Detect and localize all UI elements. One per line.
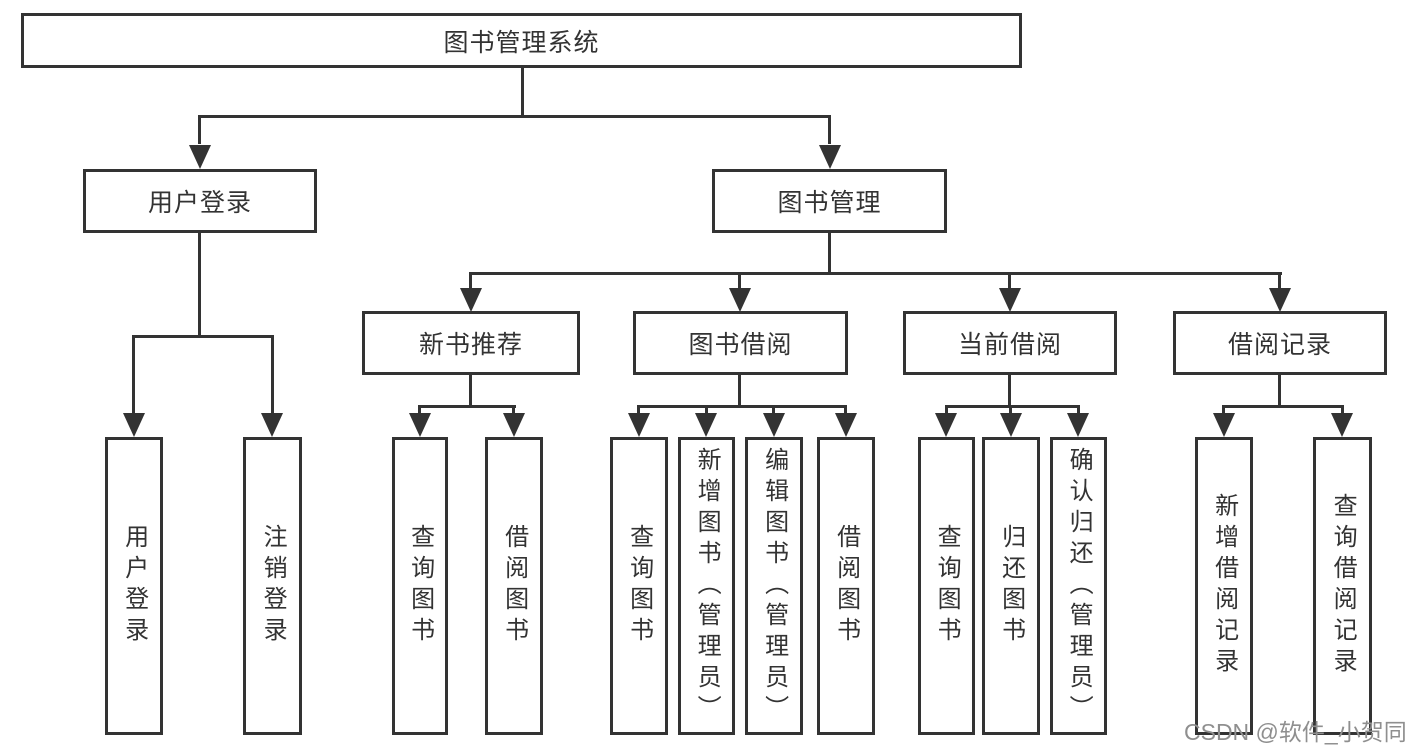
connector-line [198,233,201,337]
arrowhead-down-icon [695,413,717,437]
connector-line [1009,408,1012,416]
arrowhead-down-icon [189,145,211,169]
node-new-book-recommendation: 新书推荐 [362,311,580,375]
node-label: 图书借阅 [688,331,793,359]
connector-line [705,408,708,416]
connector-line [1222,405,1344,408]
connector-line [1222,408,1225,416]
connector-line [828,118,831,144]
arrowhead-down-icon [1000,413,1022,437]
connector-line [945,408,948,416]
connector-line [828,233,831,274]
connector-line [469,272,1282,275]
connector-line [945,405,1080,408]
leaf-add-borrow-record: 新增借阅记录 [1195,437,1253,735]
node-label: 借阅记录 [1227,331,1332,359]
node-label: 图书管理 [777,189,882,217]
leaf-query-books-recommend: 查询图书 [392,437,448,735]
leaf-query-books-borrowing: 查询图书 [610,437,668,735]
arrowhead-down-icon [1067,413,1089,437]
connector-line [738,275,741,290]
connector-line [1278,375,1281,408]
leaf-label: 归还图书 [997,524,1025,648]
leaf-label: 借阅图书 [500,524,528,648]
connector-line [1008,275,1011,290]
leaf-return-books: 归还图书 [982,437,1040,735]
watermark-text: CSDN @软件_小贺同学 [1184,719,1405,745]
arrowhead-down-icon [503,413,525,437]
leaf-borrow-books-recommend: 借阅图书 [485,437,543,735]
connector-line [132,338,135,415]
connector-line [418,408,421,416]
arrowhead-down-icon [409,413,431,437]
arrowhead-down-icon [819,145,841,169]
leaf-label: 编辑图书（管理员） [760,446,788,726]
leaf-user-login: 用户登录 [105,437,163,735]
connector-line [1008,375,1011,408]
connector-line [738,375,741,408]
node-label: 用户登录 [147,189,252,217]
connector-line [271,338,274,415]
connector-line [1341,408,1344,416]
leaf-confirm-return-admin: 确认归还（管理员） [1050,437,1107,735]
leaf-add-book-admin: 新增图书（管理员） [678,437,735,735]
connector-line [418,405,516,408]
connector-line [844,408,847,416]
connector-line [469,275,472,290]
connector-line [521,68,524,118]
leaf-label: 查询图书 [406,524,434,648]
node-label: 图书管理系统 [443,28,600,57]
node-book-management: 图书管理 [712,169,947,233]
leaf-label: 确认归还（管理员） [1065,446,1093,726]
leaf-label: 新增图书（管理员） [693,446,721,726]
leaf-label: 用户登录 [120,524,148,648]
connector-line [772,408,775,416]
leaf-query-borrow-record: 查询借阅记录 [1313,437,1372,735]
arrowhead-down-icon [1331,413,1353,437]
arrowhead-down-icon [261,413,283,437]
leaf-borrow-books-borrowing: 借阅图书 [817,437,875,735]
arrowhead-down-icon [763,413,785,437]
leaf-label: 查询借阅记录 [1329,493,1357,679]
leaf-label: 借阅图书 [832,524,860,648]
leaf-logout: 注销登录 [243,437,302,735]
arrowhead-down-icon [835,413,857,437]
connector-line [512,408,515,416]
connector-line [1278,275,1281,290]
node-label: 当前借阅 [957,331,1062,359]
arrowhead-down-icon [1269,288,1291,312]
leaf-label: 新增借阅记录 [1210,493,1238,679]
arrowhead-down-icon [460,288,482,312]
node-library-system: 图书管理系统 [21,13,1022,68]
connector-line [637,405,847,408]
connector-line [469,375,472,408]
leaf-query-books-current: 查询图书 [918,437,975,735]
leaf-edit-book-admin: 编辑图书（管理员） [745,437,803,735]
leaf-label: 查询图书 [625,524,653,648]
connector-line [132,335,274,338]
connector-line [198,115,831,118]
connector-line [198,118,201,144]
arrowhead-down-icon [628,413,650,437]
leaf-label: 注销登录 [259,524,287,648]
arrowhead-down-icon [999,288,1021,312]
node-current-borrowing: 当前借阅 [903,311,1117,375]
node-borrowing-records: 借阅记录 [1173,311,1387,375]
connector-line [637,408,640,416]
arrowhead-down-icon [123,413,145,437]
node-label: 新书推荐 [418,331,523,359]
leaf-label: 查询图书 [933,524,961,648]
arrowhead-down-icon [729,288,751,312]
arrowhead-down-icon [1213,413,1235,437]
node-user-login: 用户登录 [83,169,317,233]
arrowhead-down-icon [935,413,957,437]
connector-line [1077,408,1080,416]
node-book-borrowing: 图书借阅 [633,311,848,375]
